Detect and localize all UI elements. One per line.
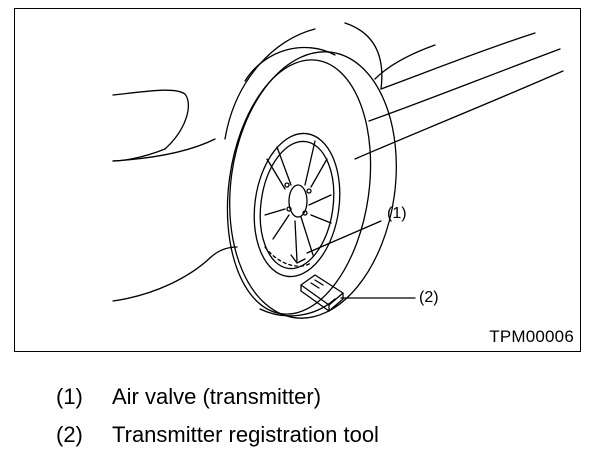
legend-number: (2) bbox=[56, 422, 83, 447]
legend-item: (2) Transmitter registration tool bbox=[56, 416, 379, 454]
leader-line-1 bbox=[306, 220, 382, 254]
car-body-lines bbox=[112, 22, 564, 302]
callout-label-1: (1) bbox=[387, 205, 407, 222]
legend-text: Transmitter registration tool bbox=[112, 422, 379, 447]
tire bbox=[226, 46, 397, 319]
legend-text: Air valve (transmitter) bbox=[112, 384, 322, 409]
figure-code: TPM00006 bbox=[489, 327, 574, 346]
legend-number: (1) bbox=[56, 384, 83, 409]
legend: (1) Air valve (transmitter) (2) Transmit… bbox=[56, 378, 379, 454]
tire-diagram-figure: (1) (2) TPM00006 bbox=[14, 8, 581, 352]
callout-label-2: (2) bbox=[419, 289, 439, 306]
tire-illustration bbox=[112, 22, 564, 319]
transmitter-registration-tool bbox=[300, 274, 344, 312]
wheel-rim bbox=[253, 132, 341, 278]
legend-item: (1) Air valve (transmitter) bbox=[56, 378, 379, 416]
